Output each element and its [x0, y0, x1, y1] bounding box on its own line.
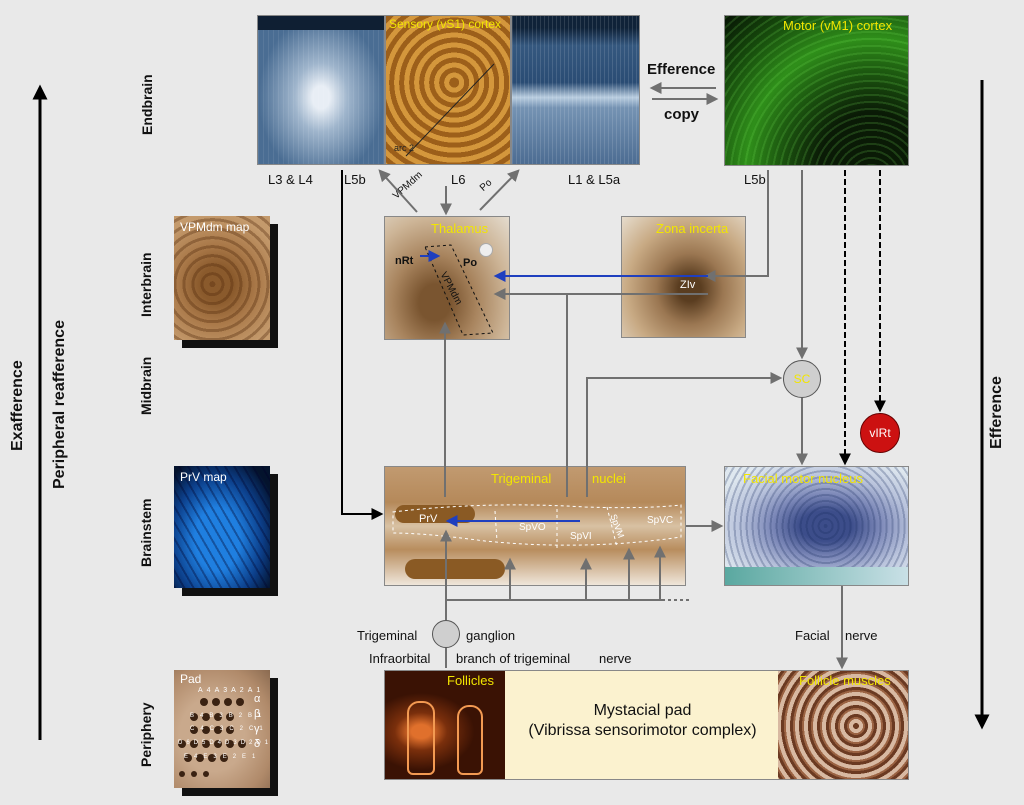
trigeminal-title-b: nuclei [592, 471, 626, 486]
efference-copy-label-bottom: copy [664, 106, 700, 123]
ziv-label: ZIv [680, 279, 696, 291]
vpmdm-map: VPMdm map [174, 216, 270, 340]
sensory-cortex-panel: Sensory (vS1) cortex arc 2 [385, 15, 511, 165]
row-endbrain: Endbrain [139, 74, 155, 135]
motor-cortex-panel: Motor (vM1) cortex [724, 15, 909, 166]
pad-map-label: Pad [180, 672, 202, 686]
pad-whisker-grid [178, 698, 246, 777]
efference-copy-label-top: Efference [647, 61, 716, 78]
cortex-l3l4-panel [257, 15, 385, 165]
row-brainstem: Brainstem [138, 498, 154, 567]
cortex-l1l5a-panel [511, 15, 640, 165]
branch-label-a: Infraorbital [369, 651, 431, 666]
ganglion-right-label: ganglion [466, 628, 516, 643]
thalamus-panel: Thalamus nRt Po VPMdm [384, 216, 510, 340]
virt-node: vIRt [860, 413, 900, 453]
prv-map: PrV map [174, 466, 270, 588]
thalamus-title: Thalamus [431, 221, 489, 236]
motor-layer-l5b: L5b [744, 172, 766, 187]
spvi-label: SpVI [570, 531, 592, 542]
layer-l6: L6 [451, 172, 466, 187]
mystacial-pad-title: Mystacial pad [593, 702, 692, 719]
pad-row-b: B4B3B2B1 [190, 713, 268, 719]
follicle-muscles-title: Follicle muscles [799, 673, 891, 688]
prv-label: PrV [419, 513, 438, 525]
follicles-image [385, 671, 505, 779]
trigeminal-ganglion-node [432, 620, 460, 648]
follicles-title: Follicles [447, 673, 494, 688]
vpmdm-map-label: VPMdm map [180, 220, 250, 234]
ganglion-left-label: Trigeminal [357, 628, 418, 643]
branch-label-b: branch of trigeminal [456, 651, 571, 666]
facial-nerve-label-a: Facial [795, 628, 830, 643]
zona-incerta-title: Zona incerta [656, 221, 729, 236]
virt-label: vIRt [869, 426, 891, 440]
arc-label: arc 2 [394, 143, 415, 153]
nuclei-outline [392, 504, 682, 549]
mystacial-pad-panel: Follicles Follicle muscles Mystacial pad… [384, 670, 909, 780]
layer-l5b: L5b [344, 172, 366, 187]
arc-line [405, 63, 495, 157]
layer-l3l4: L3 & L4 [268, 172, 313, 187]
pad-row-c: C4C3C2C1 [190, 726, 269, 732]
spvo-label: SpVO [519, 522, 546, 533]
sc-label: SC [793, 372, 811, 386]
spvc-label: SpVC [647, 515, 674, 526]
pad-row-e: E4E3E2E1 [184, 754, 262, 760]
branch-label-c: nerve [599, 651, 632, 666]
row-periphery: Periphery [138, 702, 154, 767]
facial-nerve-label-b: nerve [845, 628, 878, 643]
peripheral-reafference-label: Peripheral reafference [51, 320, 68, 489]
mystacial-pad-label: Mystacial pad (Vibrissa sensorimotor com… [505, 701, 780, 741]
row-interbrain: Interbrain [138, 252, 154, 317]
zona-incerta-panel: Zona incerta ZIv [621, 216, 746, 338]
sensory-cortex-title: Sensory (vS1) cortex [389, 17, 502, 31]
follicle-muscles-image [778, 671, 908, 779]
prv-map-label: PrV map [180, 470, 227, 484]
nrt-label: nRt [395, 255, 414, 267]
motor-cortex-title: Motor (vM1) cortex [783, 18, 893, 33]
mystacial-pad-subtitle: (Vibrissa sensorimotor complex) [528, 722, 757, 739]
po-label: Po [463, 257, 478, 269]
layer-l1l5a: L1 & L5a [568, 172, 621, 187]
trigeminal-title-a: Trigeminal [491, 471, 552, 486]
efference-side-label: Efference [988, 376, 1005, 449]
pad-row-d: D6D5D4D3D2D1 [178, 740, 268, 746]
facial-motor-nucleus-title: Facial motor nucleus [743, 471, 863, 486]
facial-motor-nucleus-panel: Facial motor nucleus [724, 466, 909, 586]
exafference-label: Exafference [9, 360, 26, 451]
sc-node: SC [783, 360, 821, 398]
pad-arc-labels: A4A3A2A1 [198, 687, 265, 694]
row-midbrain: Midbrain [138, 356, 154, 415]
trigeminal-nuclei-panel: Trigeminal nuclei PrV SpVO SpVI SpVM SpV… [384, 466, 686, 586]
